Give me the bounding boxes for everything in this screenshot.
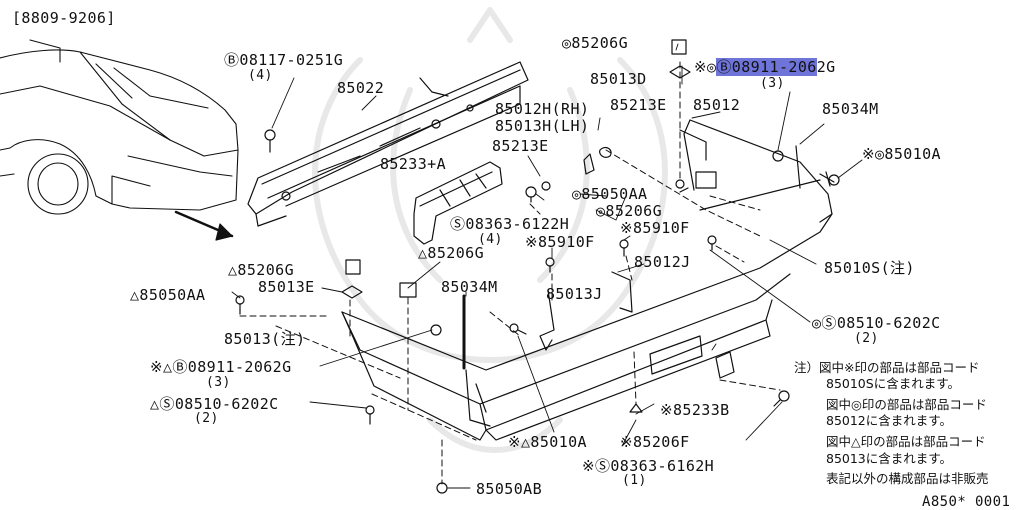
callout-85012j[interactable]: 85012J bbox=[634, 253, 691, 271]
callout-85050ab[interactable]: 85050AB bbox=[476, 480, 543, 498]
bumper-fascia-85010s bbox=[341, 119, 833, 441]
callout-85233a[interactable]: 85233+A bbox=[380, 155, 447, 173]
callout-85013-note[interactable]: 85013(注) bbox=[224, 330, 306, 348]
callout-85010s[interactable]: 85010S(注) bbox=[824, 259, 915, 277]
bracket-85013j bbox=[539, 271, 633, 351]
date-range-header: [8809-9206] bbox=[12, 9, 116, 27]
hardware-items bbox=[235, 39, 840, 494]
note-line-2: 85010Sに含まれます。 bbox=[826, 376, 960, 391]
note-line-6: 85013に含まれます。 bbox=[826, 451, 953, 466]
callout-85013e-left[interactable]: 85013E bbox=[258, 278, 315, 296]
qty-08117: (4) bbox=[248, 68, 273, 83]
leader-lines bbox=[231, 43, 863, 489]
qty-08363-6162h: (1) bbox=[622, 473, 647, 488]
callout-85206g-center[interactable]: △85206G bbox=[418, 244, 485, 262]
callout-85012h[interactable]: 85012H(RH) bbox=[495, 100, 590, 118]
callout-85213e-a[interactable]: 85213E bbox=[610, 96, 667, 114]
reinforcement-85022 bbox=[247, 61, 529, 227]
note-line-3: 図中◎印の部品は部品コード bbox=[826, 397, 987, 412]
callout-85206f[interactable]: ※85206F bbox=[620, 433, 690, 451]
callout-85010a-right[interactable]: ※◎85010A bbox=[862, 145, 941, 163]
absorber-85233a bbox=[413, 161, 503, 245]
callout-85010a-center[interactable]: ※△85010A bbox=[508, 433, 587, 451]
callout-85034m-right[interactable]: 85034M bbox=[822, 100, 879, 118]
note-line-5: 図中△印の部品は部品コード bbox=[826, 434, 986, 449]
callout-85206g-top[interactable]: ◎85206G bbox=[562, 34, 629, 52]
direction-arrow bbox=[174, 210, 234, 241]
callout-85206g-left[interactable]: △85206G bbox=[228, 261, 295, 279]
callout-85013d[interactable]: 85013D bbox=[590, 70, 647, 88]
callout-85022[interactable]: 85022 bbox=[337, 79, 385, 97]
callout-85012[interactable]: 85012 bbox=[693, 96, 741, 114]
callout-85233b[interactable]: ※85233B bbox=[660, 401, 730, 419]
note-line-7: 表記以外の構成部品は非販売 bbox=[826, 471, 989, 486]
figure-code: A850* 0001 bbox=[922, 494, 1011, 510]
part-suffix: 2G bbox=[816, 58, 836, 76]
callout-85050aa-left[interactable]: △85050AA bbox=[130, 286, 206, 304]
callout-85013j[interactable]: 85013J bbox=[546, 285, 603, 303]
retainer-85034m bbox=[462, 145, 801, 370]
vehicle-outline bbox=[0, 39, 239, 215]
callout-85013h[interactable]: 85013H(LH) bbox=[495, 117, 590, 135]
callout-85910f-a[interactable]: ※85910F bbox=[525, 233, 595, 251]
callout-08911-left[interactable]: ※△Ⓑ08911-2062G bbox=[150, 358, 292, 376]
callout-85910f-b[interactable]: ※85910F bbox=[620, 219, 690, 237]
callout-08363-6162h[interactable]: ※Ⓢ08363-6162H bbox=[582, 457, 715, 475]
note-line-4: 85012に含まれます。 bbox=[826, 413, 953, 428]
callout-08117[interactable]: Ⓑ08117-0251G bbox=[224, 51, 344, 69]
qty-08911-left: (3) bbox=[206, 375, 231, 390]
callout-85050aa-mid[interactable]: ◎85050AA bbox=[572, 185, 648, 203]
callout-08911-top[interactable]: ※◎Ⓑ08911-2062G bbox=[694, 58, 836, 76]
assembly-guide-lines bbox=[239, 61, 781, 485]
callout-08510-right[interactable]: ◎Ⓢ08510-6202C bbox=[812, 314, 941, 332]
qty-08510-right: (2) bbox=[854, 331, 879, 346]
symbol-prefix: ※◎ bbox=[694, 58, 717, 76]
qty-08911-top: (3) bbox=[760, 76, 785, 91]
callout-85213e-b[interactable]: 85213E bbox=[492, 137, 549, 155]
selected-part-highlight[interactable]: Ⓑ08911-206 bbox=[716, 58, 817, 76]
callout-08510-left[interactable]: △Ⓢ08510-6202C bbox=[150, 395, 279, 413]
note-line-1: 注）図中※印の部品は部品コード bbox=[794, 360, 980, 375]
qty-08363-6122h: (4) bbox=[478, 232, 503, 247]
callout-08363-6122h[interactable]: Ⓢ08363-6122H bbox=[450, 215, 570, 233]
callout-85034m-center[interactable]: 85034M bbox=[441, 278, 498, 296]
callout-85206g-mid[interactable]: ◎85206G bbox=[596, 202, 663, 220]
qty-08510-left: (2) bbox=[194, 411, 219, 426]
